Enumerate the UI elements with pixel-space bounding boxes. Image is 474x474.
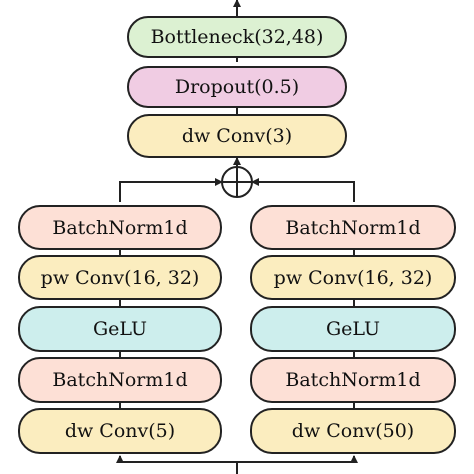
left-batchnorm-top-block: BatchNorm1d <box>18 205 222 250</box>
left-gelu-block: GeLU <box>18 306 222 352</box>
left-merge-wire <box>119 178 223 202</box>
left-pw-conv-block: pw Conv(16, 32) <box>18 255 222 300</box>
right-batchnorm-bottom-block: BatchNorm1d <box>250 357 456 403</box>
right-pw-conv-block: pw Conv(16, 32) <box>250 255 456 300</box>
sum-node-icon <box>221 166 253 198</box>
right-dw-conv-50-block: dw Conv(50) <box>250 408 456 454</box>
dw-conv-3-block: dw Conv(3) <box>127 114 347 158</box>
right-merge-wire <box>251 178 355 202</box>
right-gelu-block: GeLU <box>250 306 456 352</box>
bottleneck-block: Bottleneck(32,48) <box>127 16 347 58</box>
right-batchnorm-top-block: BatchNorm1d <box>250 205 456 250</box>
dropout-block: Dropout(0.5) <box>127 66 347 108</box>
left-dw-conv-5-block: dw Conv(5) <box>18 408 222 454</box>
left-batchnorm-bottom-block: BatchNorm1d <box>18 357 222 403</box>
